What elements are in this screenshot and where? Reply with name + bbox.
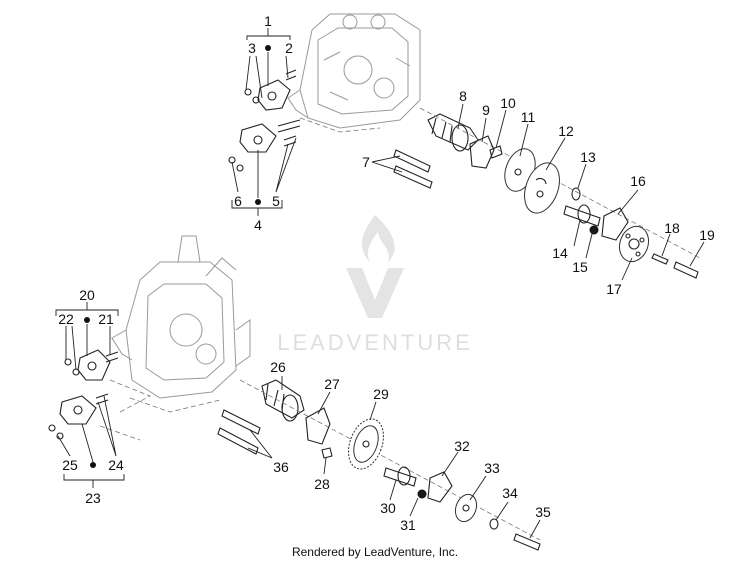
callout-bracket-20 (55, 302, 119, 371)
top-cylinder-head (287, 13, 421, 129)
callout-14: 14 (552, 245, 568, 261)
callout-bracket-23 (57, 395, 125, 488)
watermark-text: LEADVENTURE (277, 330, 473, 355)
leadventure-watermark: LEADVENTURE (277, 215, 473, 355)
top-spring-15 (589, 225, 599, 235)
bottom-bolt-28 (321, 447, 333, 459)
callout-4: 4 (254, 217, 262, 233)
bottom-gear-29 (348, 418, 384, 470)
callout-30: 30 (380, 500, 396, 516)
callout-22: 22 (58, 311, 74, 327)
bottom-shaft-30 (383, 466, 417, 487)
bottom-camshaft-axis (239, 379, 541, 541)
bottom-leaders (281, 376, 541, 539)
callout-12: 12 (558, 123, 574, 139)
callout-2: 2 (285, 40, 293, 56)
bottom-camshaft (261, 379, 305, 422)
bottom-washer-34 (489, 518, 499, 530)
callout-bracket-1 (245, 28, 291, 99)
callout-23: 23 (85, 490, 101, 506)
callout-9: 9 (482, 102, 490, 118)
callout-20: 20 (79, 287, 95, 303)
flame-logo-icon (361, 215, 395, 262)
bottom-lever-32 (427, 471, 453, 503)
top-lever-16 (601, 207, 629, 241)
top-cam-plate-9 (469, 135, 495, 169)
top-shaft-14 (563, 204, 601, 227)
callout-bracket-4 (231, 137, 297, 216)
callout-11: 11 (521, 109, 536, 125)
callout-36: 36 (273, 459, 289, 475)
callout-28: 28 (314, 476, 330, 492)
callout-17: 17 (606, 281, 622, 297)
top-bolt-18 (651, 253, 669, 265)
bottom-plate-33 (454, 493, 478, 523)
callout-32: 32 (454, 438, 470, 454)
callout-29: 29 (373, 386, 389, 402)
callout-15: 15 (572, 259, 588, 275)
top-plate-12 (524, 162, 560, 214)
callout-16: 16 (630, 173, 646, 189)
callout-3: 3 (248, 40, 256, 56)
callout-10: 10 (500, 95, 516, 111)
top-bolt-10 (489, 145, 503, 159)
callout-26: 26 (270, 359, 286, 375)
leader-7 (371, 155, 403, 173)
callout-8: 8 (459, 88, 467, 104)
callout-13: 13 (580, 149, 596, 165)
leader-36 (247, 429, 273, 459)
callout-6: 6 (234, 193, 242, 209)
callout-1: 1 (264, 13, 272, 29)
callout-24: 24 (108, 457, 124, 473)
top-camshaft-axis (419, 107, 701, 259)
callout-5: 5 (272, 193, 280, 209)
bottom-bolt-35 (513, 533, 541, 551)
callout-21: 21 (98, 311, 114, 327)
callout-27: 27 (324, 376, 340, 392)
callout-33: 33 (484, 460, 500, 476)
callout-7: 7 (362, 154, 370, 170)
v-logo-icon (346, 268, 404, 318)
callout-19: 19 (699, 227, 715, 243)
bottom-cam-plate-27 (305, 407, 331, 445)
bottom-spring-31 (417, 489, 427, 499)
callout-34: 34 (502, 485, 518, 501)
callout-18: 18 (664, 220, 680, 236)
callout-numbers: 1 3 2 6 5 4 7 8 9 10 11 12 13 14 15 16 1… (58, 13, 715, 533)
top-gear-cover-17 (618, 225, 650, 263)
top-washer-13 (571, 187, 581, 201)
bottom-cylinder-head (111, 235, 251, 399)
callout-25: 25 (62, 457, 78, 473)
callout-35: 35 (535, 504, 551, 520)
top-rocker-arm-assembly (228, 69, 301, 172)
callout-31: 31 (400, 517, 416, 533)
bottom-pins (217, 409, 261, 455)
footer-credit: Rendered by LeadVenture, Inc. (291, 545, 459, 559)
bottom-rocker-arm-assembly (48, 349, 119, 440)
top-bolt-19 (673, 261, 699, 279)
top-leaders (457, 103, 705, 281)
